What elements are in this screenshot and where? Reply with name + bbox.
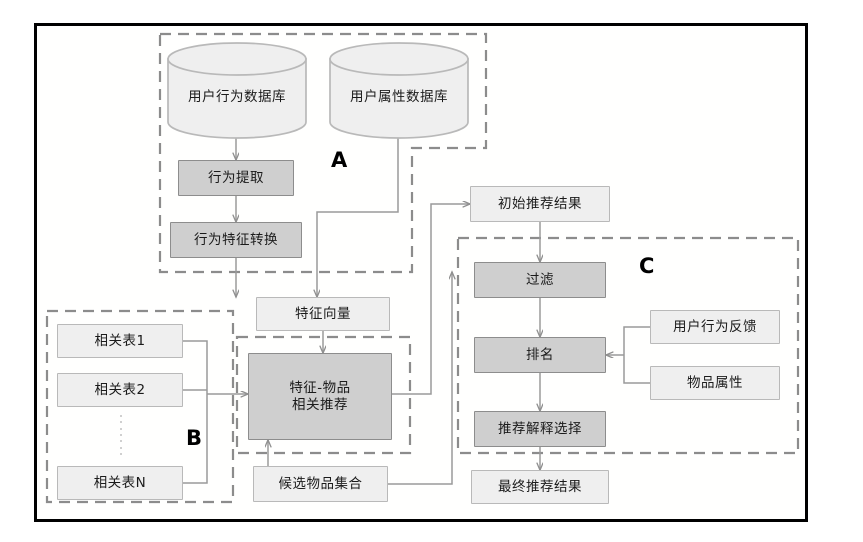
node-candidate-item-set[interactable]: 候选物品集合 bbox=[253, 466, 388, 502]
node-ranking[interactable]: 排名 bbox=[474, 337, 606, 373]
db-user-attribute-label: 用户属性数据库 bbox=[350, 89, 448, 105]
node-feature-item-recommend[interactable]: 特征-物品 相关推荐 bbox=[248, 353, 392, 440]
node-feature-vector[interactable]: 特征向量 bbox=[256, 297, 390, 331]
feature-item-recommend-line1: 特征-物品 bbox=[289, 380, 351, 397]
db-user-behavior-label: 用户行为数据库 bbox=[188, 89, 286, 105]
node-item-attribute[interactable]: 物品属性 bbox=[650, 366, 780, 400]
group-c-label: C bbox=[639, 254, 655, 278]
node-final-recommend-result[interactable]: 最终推荐结果 bbox=[471, 470, 609, 504]
node-initial-recommend-result[interactable]: 初始推荐结果 bbox=[470, 186, 610, 222]
node-behavior-feature-transform[interactable]: 行为特征转换 bbox=[170, 222, 302, 258]
feature-item-recommend-line2: 相关推荐 bbox=[292, 396, 348, 413]
node-related-table-2[interactable]: 相关表2 bbox=[57, 373, 183, 407]
group-b-label: B bbox=[186, 426, 203, 450]
group-a-label: A bbox=[331, 148, 348, 172]
node-recommend-explain-select[interactable]: 推荐解释选择 bbox=[474, 411, 606, 447]
node-related-table-1[interactable]: 相关表1 bbox=[57, 324, 183, 358]
node-user-behavior-feedback[interactable]: 用户行为反馈 bbox=[650, 310, 780, 344]
node-filter[interactable]: 过滤 bbox=[474, 262, 606, 298]
node-related-table-n[interactable]: 相关表N bbox=[57, 466, 183, 500]
vertical-ellipsis-icon bbox=[119, 415, 122, 455]
node-behavior-extraction[interactable]: 行为提取 bbox=[178, 160, 294, 196]
